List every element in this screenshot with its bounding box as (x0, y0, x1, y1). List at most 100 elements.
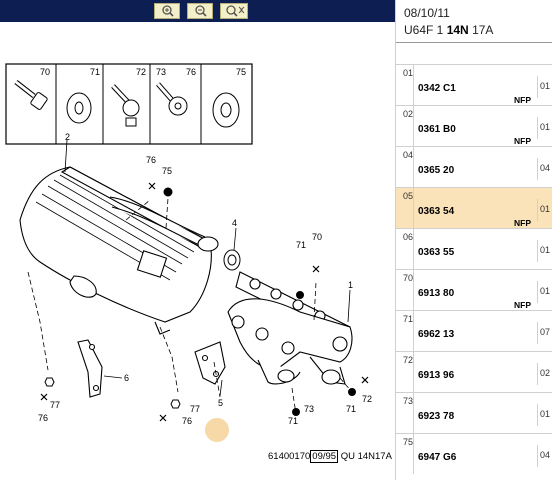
part-reference: 0363 54 (418, 206, 455, 217)
callout-73: 73 (304, 404, 314, 414)
callout-4: 4 (232, 218, 237, 228)
callout-76-b: 76 (38, 413, 48, 423)
position-cell: 75 (396, 434, 414, 474)
bolt-73-icon (156, 82, 188, 116)
position-number: 70 (403, 273, 414, 283)
parts-list-row[interactable]: 02 0361 B0 NFP 01 (396, 105, 552, 146)
zoom-fit-button[interactable] (220, 3, 248, 19)
position-number: 04 (403, 150, 414, 160)
callout-75: 75 (162, 166, 172, 176)
parts-list-row[interactable]: 70 6913 80 NFP 01 (396, 269, 552, 310)
position-cell: 06 (396, 229, 414, 269)
part-reference: 0365 20 (418, 165, 455, 176)
intake-manifold (19, 166, 219, 335)
engine-code-type: 14N (446, 23, 469, 37)
label-76: 76 (186, 67, 196, 77)
parts-list-row[interactable]: 73 6923 78 01 (396, 392, 552, 433)
highlight-marker (205, 418, 229, 442)
callout-76-a: 76 (146, 155, 156, 165)
callout-2: 2 (65, 132, 70, 142)
washer-71-icon (66, 92, 92, 124)
position-cell: 02 (396, 106, 414, 146)
quantity: 01 (537, 404, 550, 426)
callout-71-c: 71 (346, 404, 356, 414)
parts-list-row[interactable]: 72 6913 96 02 (396, 351, 552, 392)
part-reference: 0342 C1 (418, 83, 456, 94)
zoom-out-button[interactable] (187, 3, 213, 19)
position-cell: 73 (396, 393, 414, 433)
caption-date: 09/95 (310, 450, 339, 463)
part-reference: 6962 13 (418, 329, 455, 340)
position-number: 71 (403, 314, 414, 324)
position-number: 72 (403, 355, 414, 365)
position-cell: 05 (396, 188, 414, 228)
label-71: 71 (90, 67, 100, 77)
position-cell: 72 (396, 352, 414, 392)
exploded-parts-diagram: 70 71 72 73 76 75 (5, 63, 372, 442)
label-70: 70 (40, 67, 50, 77)
callout-5: 5 (218, 398, 223, 408)
part-reference: 6923 78 (418, 411, 455, 422)
caption-model: QU 14N17A (340, 451, 392, 462)
zoom-in-icon (162, 5, 174, 17)
position-cell: 01 (396, 65, 414, 105)
quantity: 01 (537, 281, 550, 303)
guide-lines (27, 197, 353, 415)
callout-1: 1 (348, 280, 353, 290)
zoom-out-icon (195, 5, 207, 17)
exhaust-manifold (227, 271, 353, 385)
position-cell: 04 (396, 147, 414, 187)
zoom-toolbar (0, 0, 395, 22)
parts-list-row[interactable]: 06 0363 55 01 (396, 228, 552, 269)
parts-list-row[interactable]: 04 0365 20 04 (396, 146, 552, 187)
small-fasteners (40, 182, 369, 422)
catalog-date: 08/10/11 (404, 6, 450, 20)
bracket-5 (194, 341, 226, 385)
nfp-flag: NFP (514, 300, 531, 310)
callout-72: 72 (362, 394, 372, 404)
quantity: 04 (537, 445, 550, 467)
parts-list-row[interactable]: 75 6947 G6 04 (396, 433, 552, 474)
washer-75-icon (212, 92, 240, 128)
quantity: 01 (537, 117, 550, 139)
quantity: 01 (537, 199, 550, 221)
part-reference: 6947 G6 (418, 452, 457, 463)
callout-71-b: 71 (288, 416, 298, 426)
position-number: 05 (403, 191, 414, 201)
part-reference: 0363 55 (418, 247, 455, 258)
position-number: 02 (403, 109, 414, 119)
engine-code-prefix: U64F 1 (404, 23, 444, 37)
label-72: 72 (136, 67, 146, 77)
part-reference: 6913 96 (418, 370, 455, 381)
quantity: 07 (537, 322, 550, 344)
nfp-flag: NFP (514, 136, 531, 146)
callout-71-a: 71 (296, 240, 306, 250)
parts-list-row[interactable]: 71 6962 13 07 (396, 310, 552, 351)
caption-code: 61400170 (268, 451, 311, 462)
part-reference: 0361 B0 (418, 124, 456, 135)
callout-labels: 2 76 75 4 71 70 1 6 77 76 5 77 76 71 73 … (38, 132, 372, 426)
position-number: 01 (403, 68, 414, 78)
fastener-box: 70 71 72 73 76 75 (5, 63, 253, 145)
nfp-flag: NFP (514, 95, 531, 105)
quantity: 02 (537, 363, 550, 385)
position-number: 06 (403, 232, 414, 242)
bolt-72-icon (111, 84, 140, 127)
callout-77-a: 77 (50, 400, 60, 410)
quantity: 01 (537, 240, 550, 262)
zoom-in-button[interactable] (154, 3, 180, 19)
quantity: 04 (537, 158, 550, 180)
header-divider (396, 42, 552, 43)
position-number: 73 (403, 396, 414, 406)
diagram-pane: 70 71 72 73 76 75 (0, 0, 395, 463)
position-cell: 71 (396, 311, 414, 351)
label-75: 75 (236, 67, 246, 77)
engine-code-suffix: 17A (472, 23, 494, 37)
bracket-6 (77, 339, 103, 398)
part-reference: 6913 80 (418, 288, 455, 299)
